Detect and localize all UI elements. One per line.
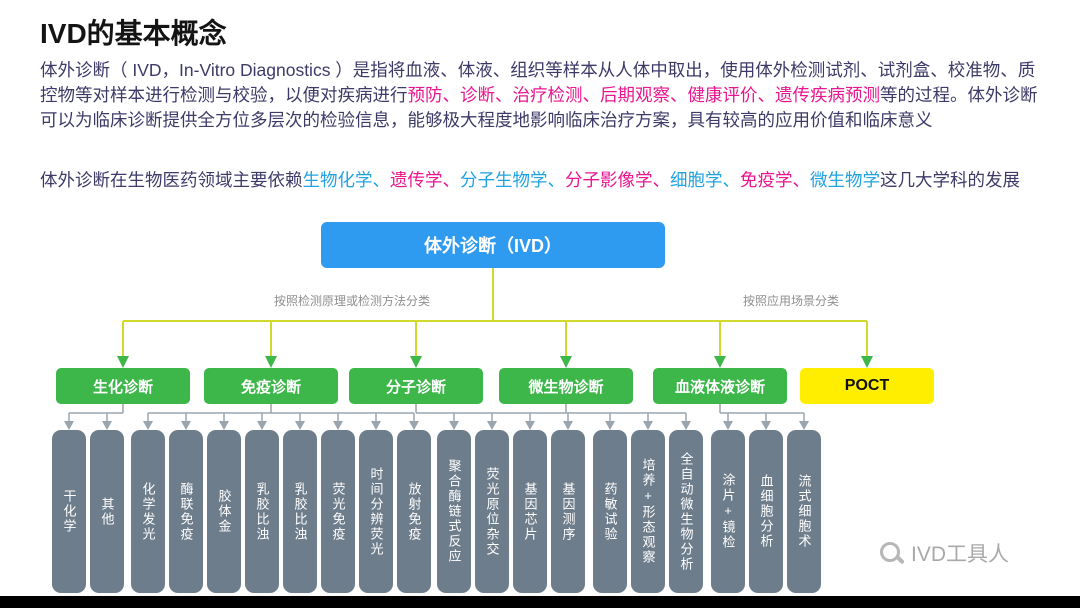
leaf-label: 酶联免疫 <box>178 481 194 542</box>
magnifier-icon <box>878 540 904 566</box>
text-segment: 免疫学、 <box>740 170 810 190</box>
bottom-bar <box>0 596 1080 608</box>
leaf-label: 乳胶比浊 <box>292 481 308 542</box>
leaf-label: 时间分辨荧光 <box>368 466 384 557</box>
leaf-label: 其他 <box>99 496 115 527</box>
branch-label-left: 按照检测原理或检测方法分类 <box>273 294 430 308</box>
text-segment: 体外诊断在生物医药领域主要依赖 <box>40 170 303 190</box>
diagram-root-node: 体外诊断（IVD） <box>321 222 665 268</box>
disciplines-paragraph: 体外诊断在生物医药领域主要依赖生物化学、遗传学、分子生物学、分子影像学、细胞学、… <box>40 168 1044 193</box>
leaf-label: 乳胶比浊 <box>254 481 270 542</box>
leaf-label: 涂片+镜检 <box>720 473 736 550</box>
leaf-box: 荧光免疫 <box>321 430 355 593</box>
leaf-box: 干化学 <box>52 430 86 593</box>
text-segment: 分子生物学、 <box>460 170 565 190</box>
page-title: IVD的基本概念 <box>40 18 227 49</box>
category-box-5: 血液体液诊断 <box>653 368 787 404</box>
leaf-box: 全自动微生物分析 <box>669 430 703 593</box>
leaf-label: 血细胞分析 <box>758 474 774 549</box>
leaf-label: 胶体金 <box>216 489 232 534</box>
leaf-label: 荧光原位杂交 <box>484 466 500 557</box>
branch-label-right: 按照应用场景分类 <box>742 294 839 308</box>
leaf-label: 化学发光 <box>140 481 156 542</box>
category-box-3: 分子诊断 <box>349 368 483 404</box>
leaf-label: 全自动微生物分析 <box>678 451 694 572</box>
leaf-box: 其他 <box>90 430 124 593</box>
text-segment: 这几大学科的发展 <box>880 170 1020 190</box>
category-box-6: POCT <box>800 368 934 404</box>
leaf-label: 聚合酶链式反应 <box>446 459 462 564</box>
leaf-box: 胶体金 <box>207 430 241 593</box>
leaf-label: 基因芯片 <box>522 481 538 542</box>
leaf-box: 聚合酶链式反应 <box>437 430 471 593</box>
leaf-label: 流式细胞术 <box>796 474 812 549</box>
leaf-label: 培养+形态观察 <box>640 458 656 565</box>
leaf-box: 时间分辨荧光 <box>359 430 393 593</box>
leaf-box: 基因芯片 <box>513 430 547 593</box>
text-segment: 生物化学、 <box>302 170 391 190</box>
text-segment: 遗传学、 <box>390 170 460 190</box>
watermark-text: IVD工具人 <box>911 543 1010 566</box>
leaf-box: 乳胶比浊 <box>283 430 317 593</box>
category-box-4: 微生物诊断 <box>499 368 633 404</box>
leaf-box: 涂片+镜检 <box>711 430 745 593</box>
category-box-1: 生化诊断 <box>56 368 190 404</box>
leaf-label: 基因测序 <box>560 481 576 542</box>
text-segment: 分子影像学、 <box>565 170 670 190</box>
leaf-box: 放射免疫 <box>397 430 431 593</box>
leaf-label: 放射免疫 <box>406 481 422 542</box>
leaf-label: 药敏试验 <box>602 481 618 542</box>
leaf-label: 干化学 <box>61 489 77 534</box>
category-box-2: 免疫诊断 <box>204 368 338 404</box>
leaf-box: 药敏试验 <box>593 430 627 593</box>
text-segment: 细胞学、 <box>670 170 740 190</box>
leaf-box: 培养+形态观察 <box>631 430 665 593</box>
leaf-label: 荧光免疫 <box>330 481 346 542</box>
leaf-box: 血细胞分析 <box>749 430 783 593</box>
intro-paragraph: 体外诊断（ IVD，In-Vitro Diagnostics ）是指将血液、体液… <box>40 58 1044 133</box>
leaf-box: 基因测序 <box>551 430 585 593</box>
leaf-box: 流式细胞术 <box>787 430 821 593</box>
text-segment: 体外诊断（ IVD，In-Vitro Diagnostics ）是指将血液、体液… <box>40 60 1036 105</box>
leaf-box: 酶联免疫 <box>169 430 203 593</box>
text-segment: 微生物学 <box>810 170 880 190</box>
leaf-box: 荧光原位杂交 <box>475 430 509 593</box>
watermark: IVD工具人 <box>878 538 1009 568</box>
text-segment: 预防、诊断、治疗检测、后期观察、健康评价、遗传疾病预测 <box>407 85 881 105</box>
leaf-box: 化学发光 <box>131 430 165 593</box>
leaf-box: 乳胶比浊 <box>245 430 279 593</box>
text-segment: 等的过程。体外诊断可以为临床诊断提供全方位多层次的检验信息，能够极大程度地影响临… <box>40 85 1038 130</box>
